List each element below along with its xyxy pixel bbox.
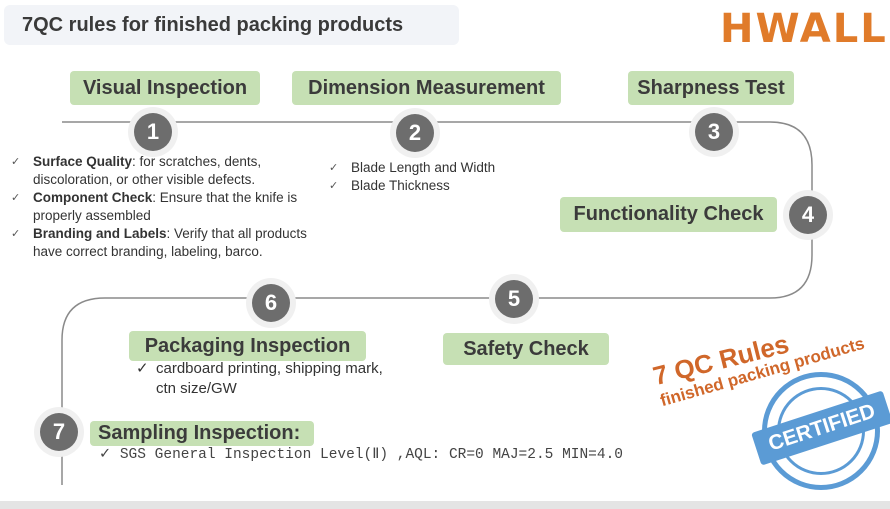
page-title: 7QC rules for finished packing products bbox=[4, 5, 459, 45]
packaging-list: ✓ cardboard printing, shipping mark, ctn… bbox=[136, 360, 383, 397]
step-number-3: 3 bbox=[695, 113, 733, 151]
list-item: Branding and Labels: Verify that all pro… bbox=[5, 225, 315, 261]
list-item: Surface Quality: for scratches, dents, d… bbox=[5, 153, 315, 189]
brand-logo: HWALLI bbox=[720, 6, 890, 52]
step-number-2: 2 bbox=[396, 114, 434, 152]
step-label-sharpness-test: Sharpness Test bbox=[628, 71, 794, 105]
dimension-list: Blade Length and Width Blade Thickness bbox=[323, 159, 583, 195]
visual-inspection-list: Surface Quality: for scratches, dents, d… bbox=[5, 153, 315, 261]
step-number-4: 4 bbox=[789, 196, 827, 234]
list-item: cardboard printing, shipping mark, ctn s… bbox=[156, 360, 383, 397]
step-label-dimension-measurement: Dimension Measurement bbox=[292, 71, 561, 105]
certified-stamp: CERTIFIED bbox=[751, 372, 890, 490]
sampling-list: ✓ SGS General Inspection Level(Ⅱ) ,AQL: … bbox=[99, 447, 623, 463]
step-label-visual-inspection: Visual Inspection bbox=[70, 71, 260, 105]
list-item: Blade Thickness bbox=[323, 177, 583, 195]
step-label-safety-check: Safety Check bbox=[443, 333, 609, 365]
step-label-sampling-inspection: Sampling Inspection: bbox=[90, 421, 314, 446]
step-label-packaging-inspection: Packaging Inspection bbox=[129, 331, 366, 361]
list-item: Blade Length and Width bbox=[323, 159, 583, 177]
step-number-1: 1 bbox=[134, 113, 172, 151]
list-item: SGS General Inspection Level(Ⅱ) ,AQL: CR… bbox=[119, 447, 623, 463]
step-label-functionality-check: Functionality Check bbox=[560, 197, 777, 232]
list-item: Component Check: Ensure that the knife i… bbox=[5, 189, 315, 225]
step-number-6: 6 bbox=[252, 284, 290, 322]
bottom-scrollbar[interactable] bbox=[0, 501, 890, 509]
step-number-7: 7 bbox=[40, 413, 78, 451]
step-number-5: 5 bbox=[495, 280, 533, 318]
